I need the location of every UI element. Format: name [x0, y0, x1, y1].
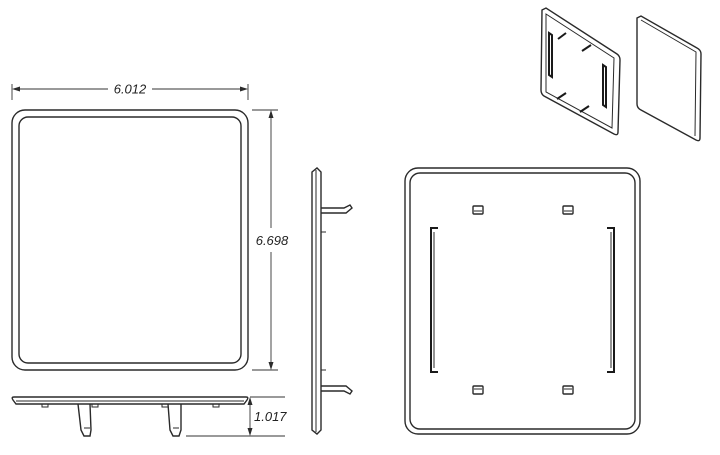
width-arrowhead-left: [12, 86, 20, 92]
height-arrowhead-top: [268, 110, 274, 118]
side-view-plate: [311, 167, 322, 435]
back-view-bracket-left: [430, 227, 438, 373]
depth-dimension: 1.017: [186, 396, 287, 437]
side-view: [311, 167, 353, 435]
bottom-view-leg-right: [167, 403, 182, 437]
front-view-inner-edge: [18, 116, 242, 364]
side-view-clip-top: [321, 204, 353, 214]
bottom-view: [11, 396, 249, 437]
depth-dimension-label: 1.017: [254, 409, 287, 424]
width-dimension-label: 6.012: [114, 82, 147, 97]
isometric-front-plate-rim: [640, 19, 697, 137]
isometric-back-plate-rim: [545, 13, 615, 129]
depth-arrowhead-bottom: [247, 428, 253, 436]
bottom-view-leg-left: [77, 403, 92, 437]
height-arrowhead-bottom: [268, 362, 274, 370]
front-view: [11, 109, 249, 371]
height-dimension: 6.698: [252, 109, 289, 371]
bottom-view-tab-1: [41, 403, 49, 408]
isometric-peg-2: [581, 44, 592, 52]
front-view-outer-edge: [11, 109, 249, 371]
depth-arrowhead-top: [247, 397, 253, 405]
bottom-view-tab-2: [91, 403, 99, 408]
bottom-view-tab-3: [161, 403, 169, 408]
isometric-rail-right: [602, 63, 607, 109]
isometric-front-view: [636, 15, 702, 142]
isometric-rail-left: [548, 31, 553, 79]
side-view-clip-bottom: [321, 385, 353, 395]
back-view-tab-top-left: [472, 205, 484, 215]
back-view-tab-bottom-left: [472, 385, 484, 395]
back-view-bracket-right: [607, 227, 615, 373]
isometric-peg-4: [579, 105, 590, 113]
width-arrowhead-right: [240, 86, 248, 92]
isometric-back-plate: [540, 7, 621, 136]
back-view-tab-top-right: [562, 205, 574, 215]
back-view-outer-edge: [404, 167, 641, 435]
isometric-front-plate: [636, 15, 702, 142]
isometric-peg-1: [557, 32, 567, 40]
back-view-inner-edge: [409, 172, 636, 430]
bottom-view-tab-4: [212, 403, 220, 408]
height-dimension-label: 6.698: [256, 233, 289, 248]
width-dimension: 6.012: [11, 82, 249, 100]
isometric-back-view: [540, 7, 621, 136]
bottom-view-plate: [11, 396, 249, 405]
back-view: [404, 167, 641, 435]
isometric-peg-3: [556, 92, 567, 100]
back-view-tab-bottom-right: [562, 385, 574, 395]
